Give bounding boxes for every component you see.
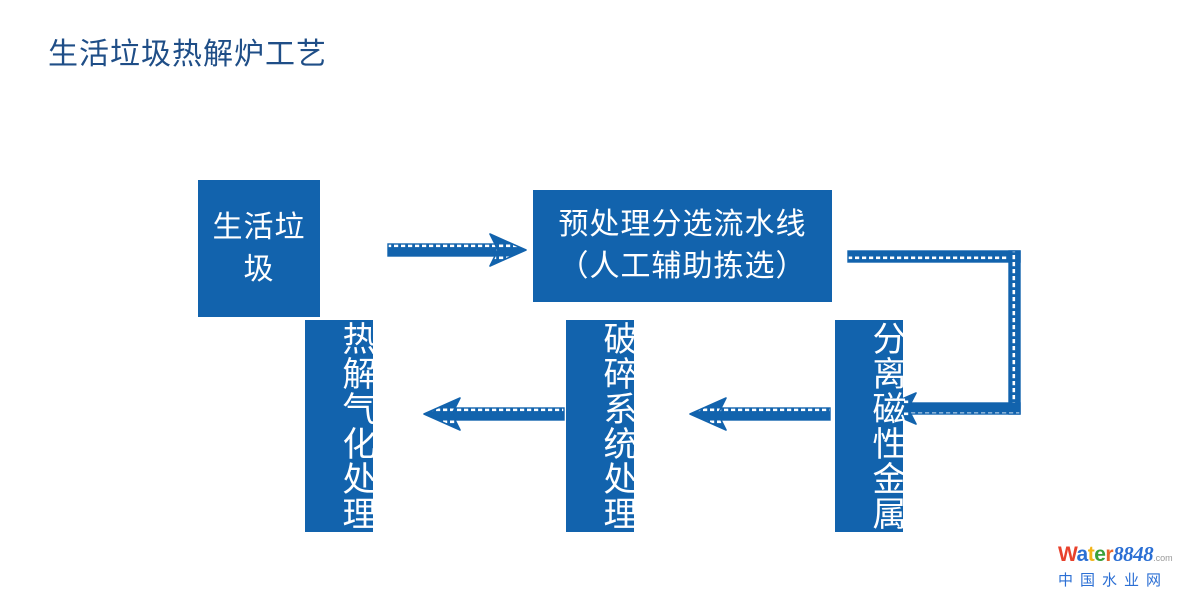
arrow-magnetic-to-crusher — [689, 397, 831, 431]
watermark-letter-w: W — [1058, 543, 1077, 566]
watermark-letter-e: e — [1094, 543, 1106, 566]
page-title: 生活垃圾热解炉工艺 — [48, 38, 327, 71]
process-box-crusher[interactable]: 破碎系统处理 — [566, 320, 636, 532]
process-box-presort-label-line1: 预处理分选流水线 — [558, 208, 807, 241]
process-box-presort-label-line2: （人工辅助拣选） — [558, 250, 807, 283]
watermark-letter-a: a — [1076, 543, 1089, 566]
arrow-waste-to-presort — [387, 233, 527, 267]
watermark-subtitle: 中国水业网 — [1058, 572, 1169, 589]
watermark-tld: .com — [1153, 553, 1173, 563]
process-box-pyrolysis-label: 热解气化处理 — [337, 321, 375, 531]
watermark-letter-r: r — [1105, 543, 1114, 566]
watermark-logo: Water8848.com 中国水业网 — [1058, 543, 1198, 591]
process-box-waste[interactable]: 生活垃圾 — [198, 180, 320, 317]
watermark-letter-t: t — [1087, 543, 1095, 566]
watermark-wordmark: Water8848.com — [1058, 543, 1198, 569]
process-box-pyrolysis[interactable]: 热解气化处理 — [305, 320, 375, 532]
process-box-waste-label: 生活垃圾 — [212, 210, 306, 286]
watermark-number: 8848 — [1113, 542, 1154, 566]
process-box-presort-text: 预处理分选流水线 （人工辅助拣选） — [533, 204, 832, 288]
process-box-crusher-label: 破碎系统处理 — [598, 321, 636, 531]
process-box-presort[interactable]: 预处理分选流水线 （人工辅助拣选） — [533, 190, 832, 302]
process-box-magnetic-separation[interactable]: 分离磁性金属 — [835, 320, 905, 532]
arrow-crusher-to-pyrolysis — [423, 397, 565, 431]
process-box-magnetic-separation-label: 分离磁性金属 — [867, 321, 905, 531]
